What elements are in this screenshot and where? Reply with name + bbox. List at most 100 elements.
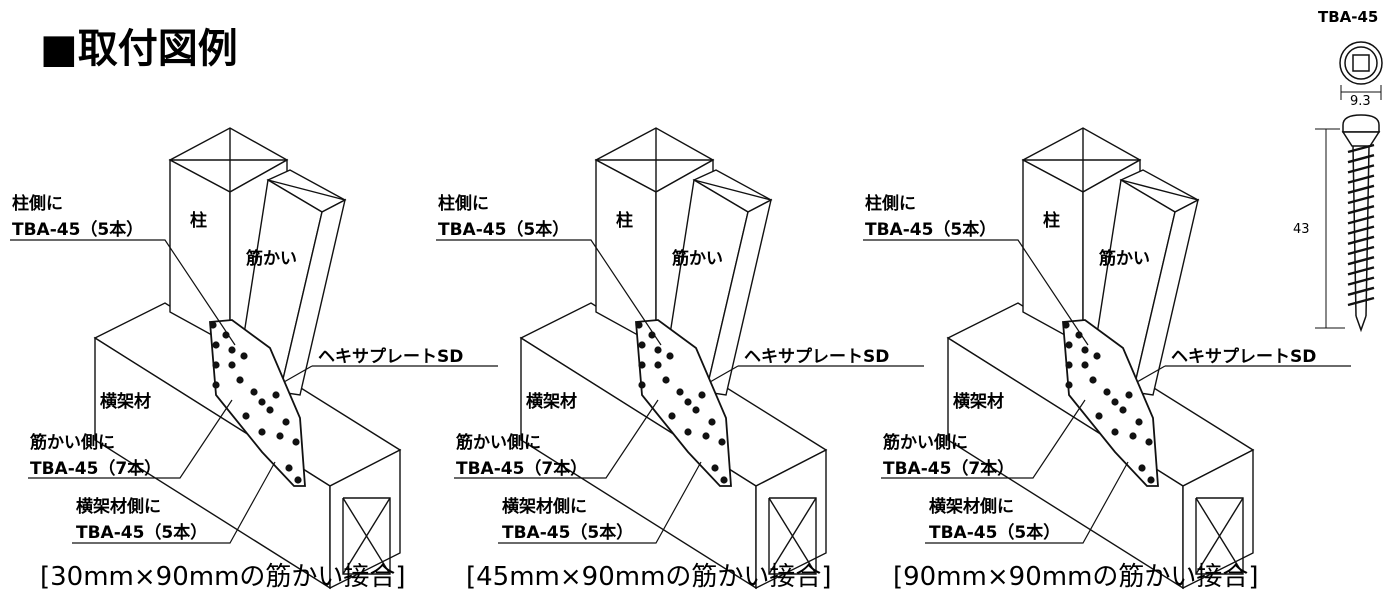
beam-label: 横架材: [100, 391, 151, 412]
screw-hole: [1129, 432, 1137, 440]
screw-hole: [676, 388, 684, 396]
screw-hole: [1081, 361, 1089, 369]
leader-lines: [863, 239, 1351, 544]
screw-length-dimension: [1315, 128, 1345, 329]
screw-hole: [1111, 398, 1119, 406]
column-side-label-line2: TBA-45（5本）: [438, 219, 569, 240]
hexa-plate: [635, 319, 732, 487]
screw-hole: [258, 428, 266, 436]
thread-line: [1347, 154, 1375, 164]
screw-hole: [720, 476, 728, 484]
figure-caption: [30mm×90mmの筋かい接合]: [40, 562, 406, 590]
screw-hole: [1065, 381, 1073, 389]
thread-line: [1347, 256, 1375, 266]
column-side-label-line1: 柱側に: [865, 193, 916, 214]
brace-drawing: [239, 169, 347, 396]
thread-line: [1347, 266, 1375, 276]
screw-hole: [708, 418, 716, 426]
brace-label: 筋かい: [245, 248, 297, 269]
screw-hole: [1145, 438, 1153, 446]
hexa-plate: [1062, 319, 1159, 487]
beam-side-label-line2: TBA-45（5本）: [929, 522, 1060, 543]
screw-hole: [662, 376, 670, 384]
screw-hole: [209, 321, 217, 329]
column-label: 柱: [616, 210, 633, 231]
screw-hole: [684, 398, 692, 406]
screw-hole: [1138, 464, 1146, 472]
screw-detail: TBA-45 9.3 43: [1293, 8, 1383, 333]
screw-hole: [1093, 352, 1101, 360]
hexa-plate: [209, 319, 306, 487]
screw-hole: [1147, 476, 1155, 484]
screw-hole: [718, 438, 726, 446]
screw-hole: [1119, 406, 1127, 414]
column-side-label-line2: TBA-45（5本）: [12, 219, 143, 240]
screw-hole: [1135, 418, 1143, 426]
beam-side-label-line1: 横架材側に: [76, 496, 161, 517]
screw-hole: [240, 352, 248, 360]
screw-hole: [668, 412, 676, 420]
beam-side-label-line2: TBA-45（5本）: [76, 522, 207, 543]
beam-side-label-line2: TBA-45（5本）: [502, 522, 633, 543]
brace-drawing: [665, 169, 773, 396]
screw-hole: [285, 464, 293, 472]
screw-hole: [684, 428, 692, 436]
brace-side-label-line1: 筋かい側に: [455, 432, 541, 453]
figure-caption: [45mm×90mmの筋かい接合]: [466, 562, 832, 590]
brace-drawing: [1092, 169, 1200, 396]
screw-hole: [698, 391, 706, 399]
beam-side-label-line1: 横架材側に: [502, 496, 587, 517]
beam-side-label-line1: 横架材側に: [929, 496, 1014, 517]
brace-label: 筋かい: [671, 248, 723, 269]
column-side-label-line2: TBA-45（5本）: [865, 219, 996, 240]
screw-hole: [292, 438, 300, 446]
screw-hole: [1065, 361, 1073, 369]
screw-head-top-icon: [1339, 41, 1383, 85]
plate-label: ヘキサプレートSD: [1171, 346, 1316, 367]
figure-panel: 柱 筋かい 横架材 ヘキサプレートSD 柱側に TBA-45（5本） 筋かい側に…: [436, 127, 924, 590]
figure-panel: 柱 筋かい 横架材 ヘキサプレートSD 柱側に TBA-45（5本） 筋かい側に…: [10, 127, 498, 590]
screw-hole: [638, 361, 646, 369]
screw-hole: [236, 376, 244, 384]
screw-hole: [1065, 341, 1073, 349]
figure-caption: [90mm×90mmの筋かい接合]: [893, 562, 1259, 590]
thread-line: [1347, 215, 1375, 225]
screw-hole: [654, 346, 662, 354]
thread-line: [1347, 286, 1375, 296]
screw-hole: [212, 361, 220, 369]
thread-line: [1347, 184, 1375, 194]
screw-hole: [692, 406, 700, 414]
screw-side-icon: [1341, 114, 1381, 333]
head-diameter-value: 9.3: [1350, 94, 1371, 109]
brace-side-label-line2: TBA-45（7本）: [883, 458, 1014, 479]
screw-hole: [711, 464, 719, 472]
screw-hole: [1089, 376, 1097, 384]
screw-hole: [1081, 346, 1089, 354]
screw-hole: [1103, 388, 1111, 396]
screw-hole: [242, 412, 250, 420]
screw-hole: [1095, 412, 1103, 420]
thread-line: [1347, 143, 1375, 154]
thread-line: [1347, 245, 1375, 256]
screw-hole: [272, 391, 280, 399]
brace-side-label-line1: 筋かい側に: [29, 432, 115, 453]
screw-hole: [666, 352, 674, 360]
screw-hole: [635, 321, 643, 329]
screw-hole: [638, 381, 646, 389]
brace-side-label-line2: TBA-45（7本）: [456, 458, 587, 479]
screw-hole: [1125, 391, 1133, 399]
beam-label: 横架材: [953, 391, 1004, 412]
screw-hole: [1062, 321, 1070, 329]
column-label: 柱: [190, 210, 207, 231]
head-diameter-dimension: [1340, 85, 1382, 100]
column-side-label-line1: 柱側に: [12, 193, 63, 214]
screw-hole: [276, 432, 284, 440]
screw-length-value: 43: [1293, 222, 1310, 237]
screw-hole: [212, 341, 220, 349]
screw-hole: [702, 432, 710, 440]
screw-hole: [294, 476, 302, 484]
thread-line: [1347, 205, 1375, 215]
screw-hole: [266, 406, 274, 414]
beam-label: 横架材: [526, 391, 577, 412]
